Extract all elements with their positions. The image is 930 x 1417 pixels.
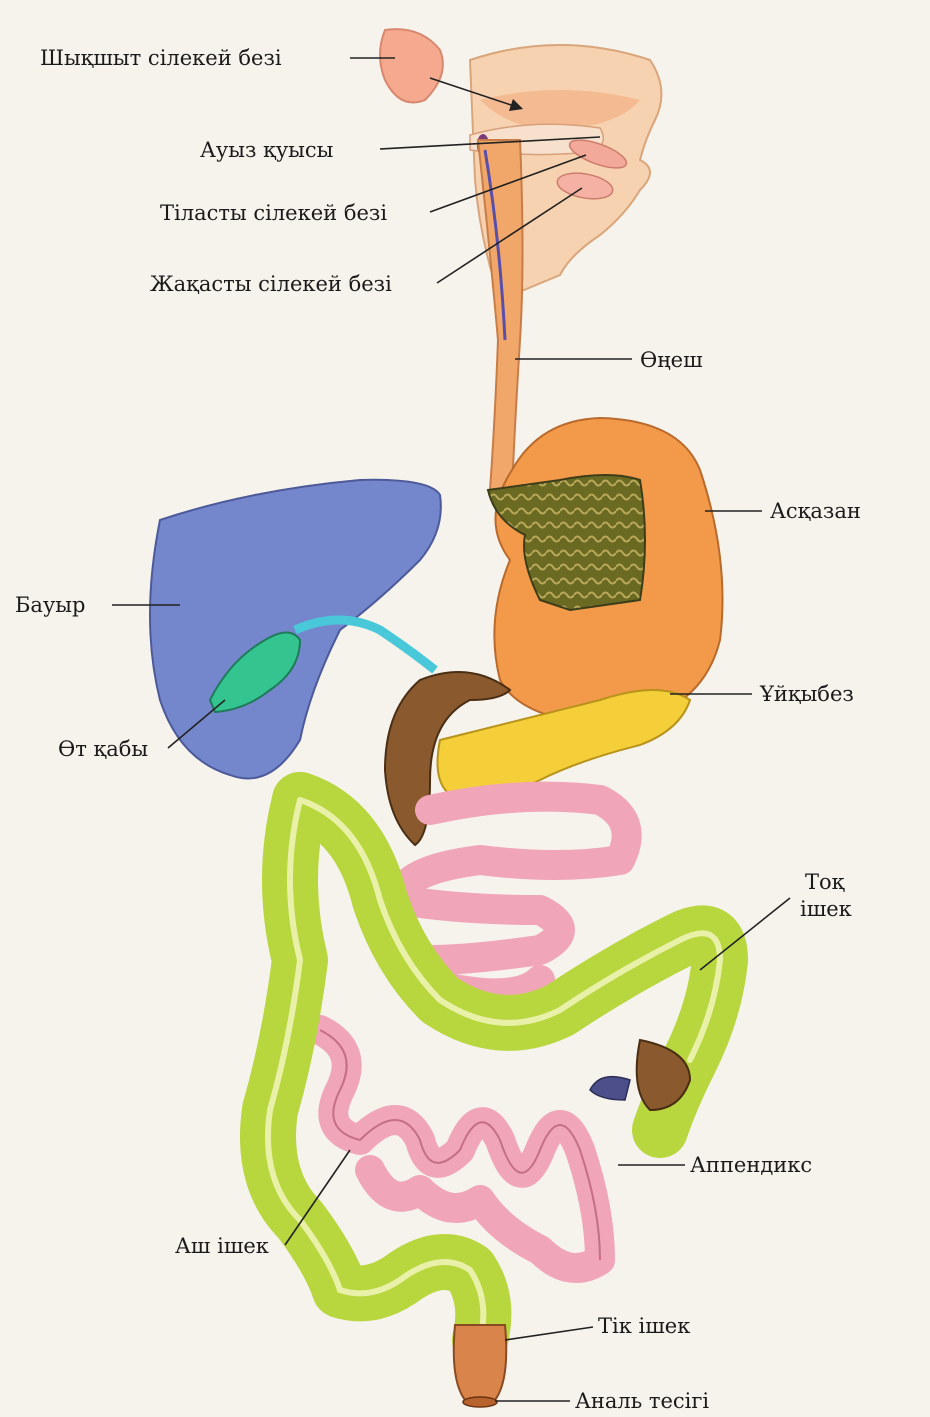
- stomach-shape: [488, 418, 723, 725]
- label-submandibular-gland: Жақасты сілекей безі: [150, 272, 392, 296]
- label-large-intestine-line2: ішек: [800, 897, 852, 921]
- label-large-intestine-line1: Тоқ: [805, 870, 844, 894]
- label-rectum: Тік ішек: [598, 1314, 690, 1338]
- label-anus: Аналь тесігі: [575, 1389, 709, 1413]
- label-liver: Бауыр: [15, 593, 85, 617]
- label-parotid-gland: Шықшыт сілекей безі: [40, 46, 282, 70]
- anus-shape: [463, 1397, 497, 1407]
- label-stomach: Асқазан: [770, 499, 861, 523]
- label-appendix: Аппендикс: [690, 1153, 812, 1177]
- label-sublingual-gland: Тіласты сілекей безі: [160, 201, 387, 225]
- leader-line-rectum: [505, 1327, 593, 1340]
- parotid-gland-shape: [380, 29, 443, 102]
- label-gallbladder: Өт қабы: [58, 737, 148, 761]
- label-small-intestine: Аш ішек: [175, 1234, 269, 1258]
- label-esophagus: Өңеш: [640, 348, 703, 372]
- esophagus-shape: [478, 140, 523, 500]
- label-oral-cavity: Ауыз қуысы: [200, 138, 333, 162]
- appendix-shape: [590, 1077, 630, 1100]
- rectum-shape: [454, 1325, 507, 1400]
- label-pancreas: Ұйқыбез: [760, 682, 854, 706]
